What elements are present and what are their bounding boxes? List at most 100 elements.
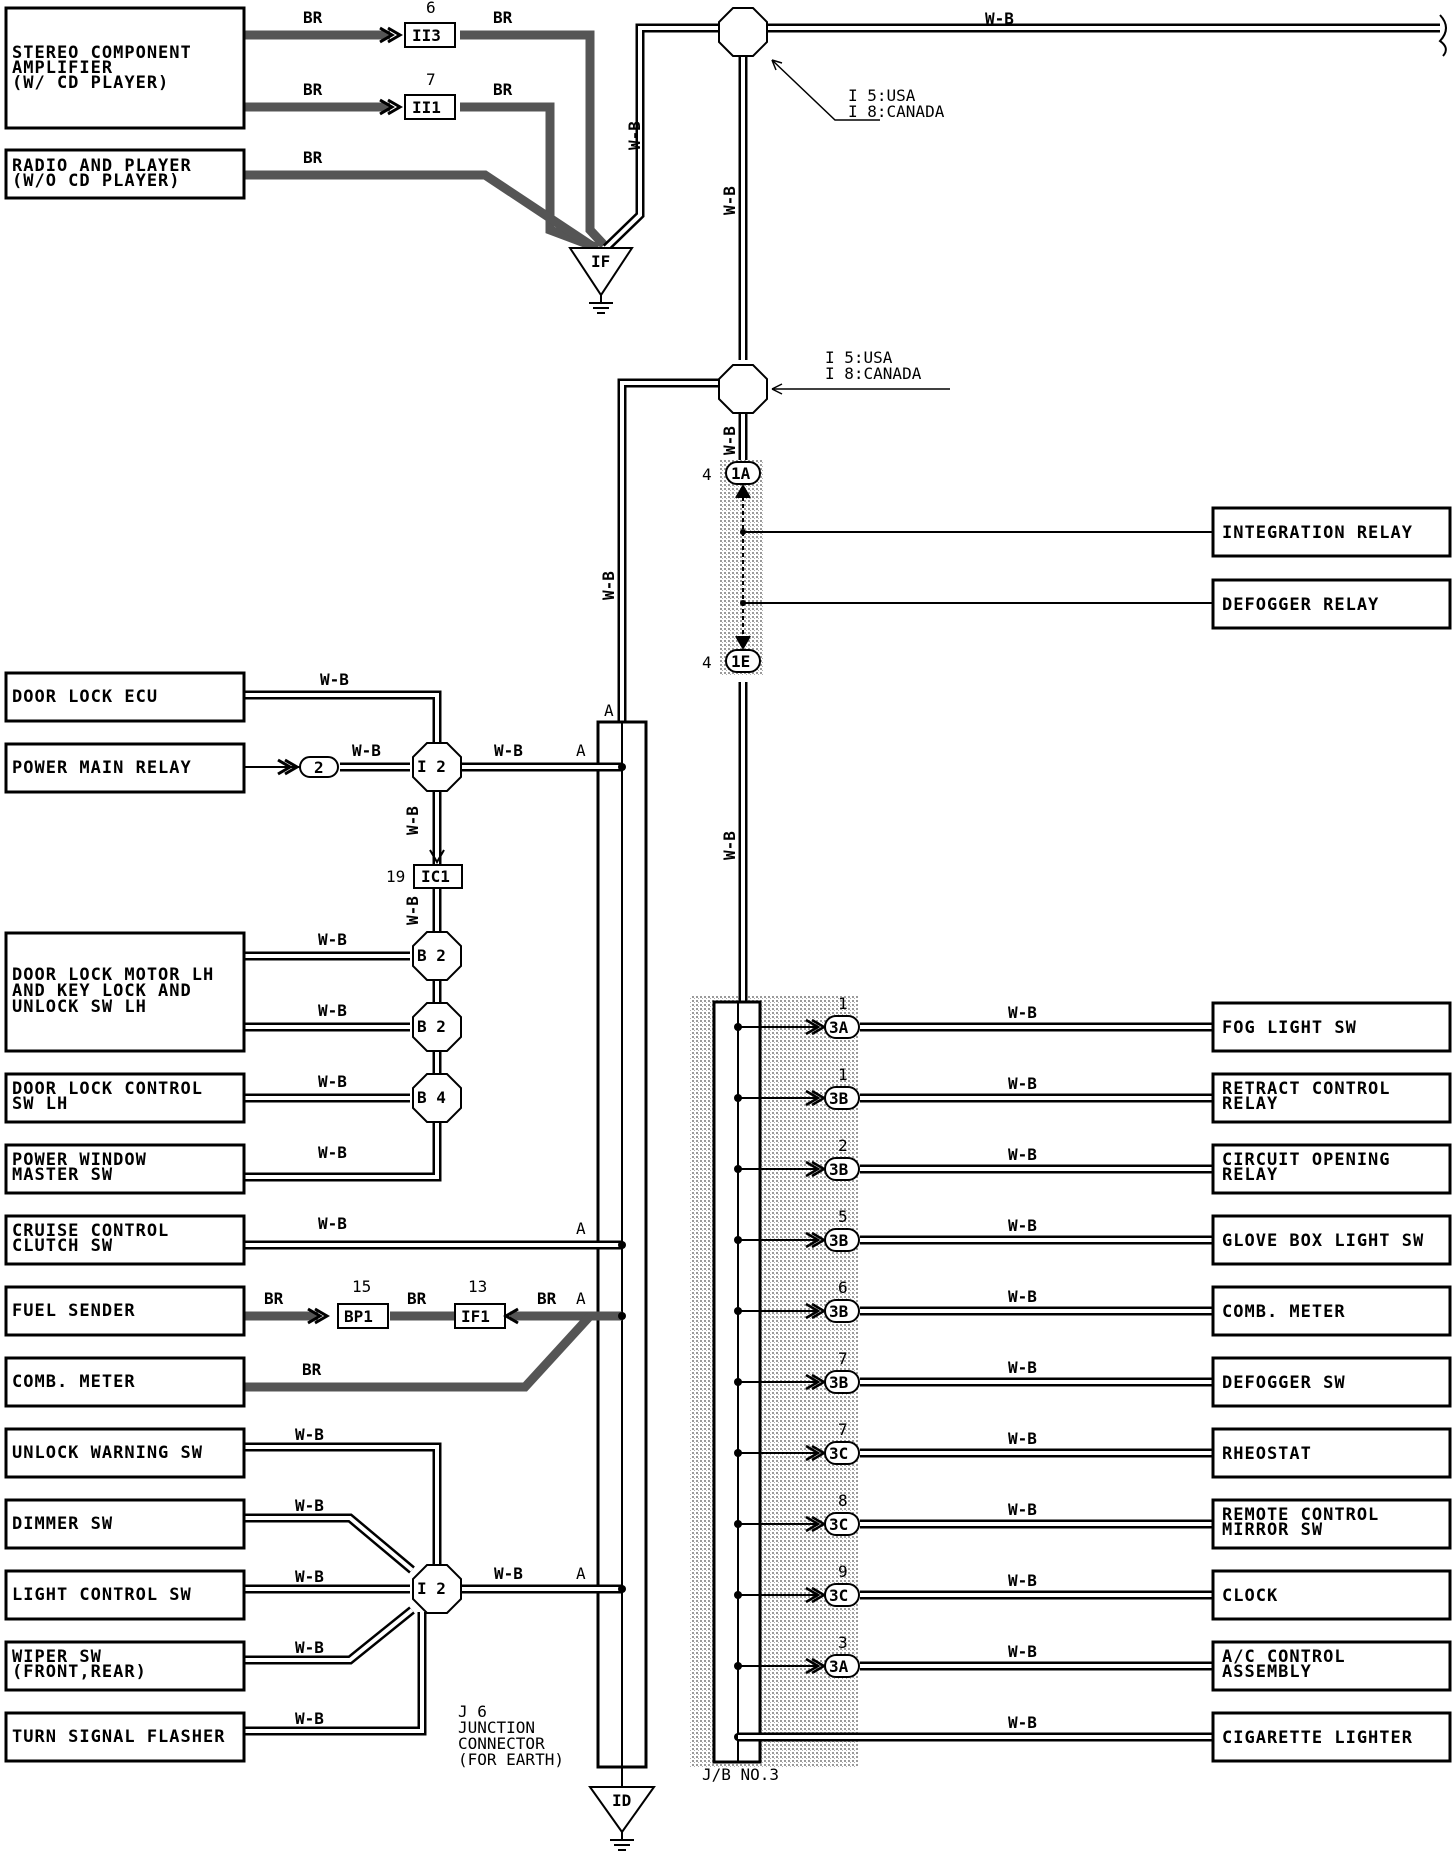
jb3-row-2-wire-label: W-B: [1008, 1145, 1037, 1164]
jb3-row-6-pin: 7: [838, 1420, 848, 1439]
wire-label: W-B: [494, 741, 523, 760]
pin-a: A: [576, 1289, 586, 1308]
splice-b4: [412, 1073, 462, 1123]
wire-label: W-B: [295, 1567, 324, 1586]
unlock-warning-box: [4, 1427, 246, 1479]
jb3-row-3-pin: 5: [838, 1207, 848, 1226]
jb3-row-6-connector: [824, 1441, 860, 1465]
splice-b2-a: [412, 931, 462, 981]
jb3-row-0-connector-label: 3A: [829, 1018, 849, 1037]
defogger-relay-box: [1211, 578, 1452, 630]
jb3-row-0-pin: 1: [838, 994, 848, 1013]
jb3-row-3-device-label: GLOVE BOX LIGHT SW: [1222, 1231, 1424, 1251]
light-control-label: LIGHT CONTROL SW: [12, 1585, 192, 1605]
jb3-row-0-wire-label: W-B: [1008, 1003, 1037, 1022]
jb3-row-5-device-label: DEFOGGER SW: [1222, 1373, 1346, 1393]
jb3-row-1-device-label-0: RETRACT CONTROL: [1222, 1079, 1391, 1099]
jb3-row-3-device-box: [1211, 1214, 1452, 1266]
jb3-row-2-connector-label: 3B: [829, 1160, 849, 1179]
power-window-box: [4, 1143, 246, 1195]
jb3-row-4-connector-label: 3B: [829, 1302, 849, 1321]
jb3-row-8-pin: 9: [838, 1562, 848, 1581]
jb3-row-9-device-box: [1211, 1640, 1452, 1692]
light-control-box: [4, 1569, 246, 1621]
jb3-row-7-device-label-1: MIRROR SW: [1222, 1520, 1323, 1540]
wire-label: W-B: [352, 741, 381, 760]
jb3-row-6-device-label: RHEOSTAT: [1222, 1444, 1312, 1464]
jb3-row-2-device-label-1: RELAY: [1222, 1165, 1278, 1185]
fuel-sender-box: [4, 1285, 246, 1337]
wire-label: BR: [303, 148, 323, 167]
wire-label: W-B: [494, 1564, 523, 1583]
jb3-row-2-device-label-0: CIRCUIT OPENING: [1222, 1150, 1391, 1170]
integration-relay-box: [1211, 506, 1452, 558]
wire-label: W-B: [720, 426, 739, 455]
connector-ii3-label: II3: [412, 26, 441, 45]
power-window-label: POWER WINDOW MASTER SW: [12, 1150, 158, 1185]
wire-label: BR: [264, 1289, 284, 1308]
connector-1a-label: 1A: [731, 464, 751, 483]
door-lock-motor-label: DOOR LOCK MOTOR LH AND KEY LOCK AND UNLO…: [12, 965, 225, 1017]
wire-label: W-B: [318, 1072, 347, 1091]
jb3-row-3-wire-label: W-B: [1008, 1216, 1037, 1235]
splice-i2-top: [412, 742, 462, 792]
cruise-control-label: CRUISE CONTROL CLUTCH SW: [12, 1221, 181, 1256]
left-components: DOOR LOCK ECU POWER MAIN RELAY DOOR LOCK…: [4, 671, 246, 1763]
wire-label: W-B: [985, 9, 1014, 28]
jb3-row-0-device-box: [1211, 1001, 1452, 1053]
connector-bp1-label: BP1: [344, 1307, 373, 1326]
jb3-row-5-connector: [824, 1370, 860, 1394]
power-main-relay-connector: [299, 756, 339, 778]
connector-1a: [725, 461, 761, 485]
wire-label: BR: [302, 1360, 322, 1379]
jb3-row-4-device-box: [1211, 1285, 1452, 1337]
jb3-row-9-device-label-1: ASSEMBLY: [1222, 1662, 1312, 1682]
wire-label: W-B: [403, 806, 422, 835]
connector-1e-pin: 4: [702, 653, 712, 672]
jb3-row-9-device-label-0: A/C CONTROL: [1222, 1647, 1346, 1667]
splice-b2-b: [412, 1002, 462, 1052]
comb-meter-left-box: [4, 1356, 246, 1408]
door-lock-control-label: DOOR LOCK CONTROL SW LH: [12, 1079, 214, 1114]
top-wires: [245, 14, 1447, 1010]
ground-id-label: ID: [612, 1791, 631, 1810]
jb3-row-0-connector: [824, 1015, 860, 1039]
jb3-row-7-pin: 8: [838, 1491, 848, 1510]
connector-1a-pin: 4: [702, 465, 712, 484]
connector-ii1-pin: 7: [426, 70, 436, 89]
wire-label: W-B: [318, 930, 347, 949]
connector-if1-label: IF1: [461, 1307, 490, 1326]
wire-label: W-B: [295, 1425, 324, 1444]
jb3-row-0-device-label: FOG LIGHT SW: [1222, 1018, 1357, 1038]
j6-pin-a-top: A: [604, 701, 614, 720]
splice-note-2: I 5:USA I 8:CANADA: [825, 348, 922, 383]
jb3-row-2-device-box: [1211, 1143, 1452, 1195]
jb3-row-4-connector: [824, 1299, 860, 1323]
wire-label: BR: [407, 1289, 427, 1308]
radio-player-box: [4, 148, 246, 200]
ground-id: [588, 1767, 656, 1851]
wire-label: W-B: [295, 1709, 324, 1728]
wire-label: W-B: [625, 121, 644, 150]
connector-ii1-label: II1: [412, 98, 441, 117]
splice-top-1: [718, 7, 768, 57]
comb-meter-left-label: COMB. METER: [12, 1372, 136, 1392]
connector-ii3: [404, 22, 456, 48]
jb3-row-2-connector: [824, 1157, 860, 1181]
jb3-row-5-wire-label: W-B: [1008, 1358, 1037, 1377]
wire-label: BR: [493, 80, 513, 99]
jb3-row-1-device-label-1: RELAY: [1222, 1094, 1278, 1114]
jb3-row-7-wire-label: W-B: [1008, 1500, 1037, 1519]
jb3-row-1-connector: [824, 1086, 860, 1110]
wire-label: BR: [493, 8, 513, 27]
power-main-relay-box: [4, 742, 246, 794]
wire-label: BR: [303, 8, 323, 27]
fuel-sender-label: FUEL SENDER: [12, 1301, 136, 1321]
jb3-row-9-connector: [824, 1654, 860, 1678]
connector-if1-pin: 13: [468, 1277, 487, 1296]
turn-signal-box: [4, 1711, 246, 1763]
jb3-row-4-wire-label: W-B: [1008, 1287, 1037, 1306]
connector-1e: [725, 649, 761, 673]
